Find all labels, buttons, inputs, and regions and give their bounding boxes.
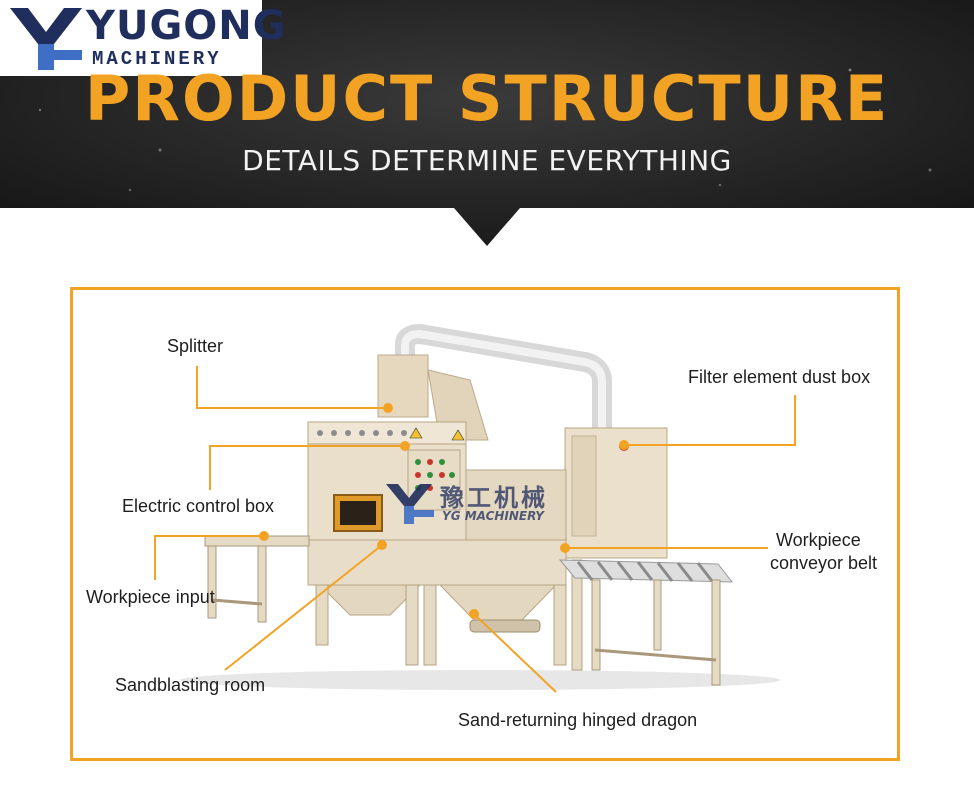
label-workpiece-input: Workpiece input: [86, 587, 215, 608]
label-splitter: Splitter: [167, 336, 223, 357]
label-conveyor-line2: conveyor belt: [770, 553, 877, 574]
watermark-en: YG MACHINERY: [442, 509, 544, 523]
label-electric-control-box: Electric control box: [122, 496, 274, 517]
filter-dust-box: [565, 428, 667, 558]
label-sandblasting-room: Sandblasting room: [115, 675, 265, 696]
output-roller-conveyor: [560, 560, 732, 685]
label-conveyor-line1: Workpiece: [776, 530, 861, 551]
label-sand-returning-dragon: Sand-returning hinged dragon: [458, 710, 697, 731]
input-roller-table: [205, 536, 309, 622]
watermark-cn: 豫工机械: [440, 478, 548, 513]
label-filter-dust-box: Filter element dust box: [688, 367, 870, 388]
sandblasting-cabinet: [308, 422, 566, 632]
